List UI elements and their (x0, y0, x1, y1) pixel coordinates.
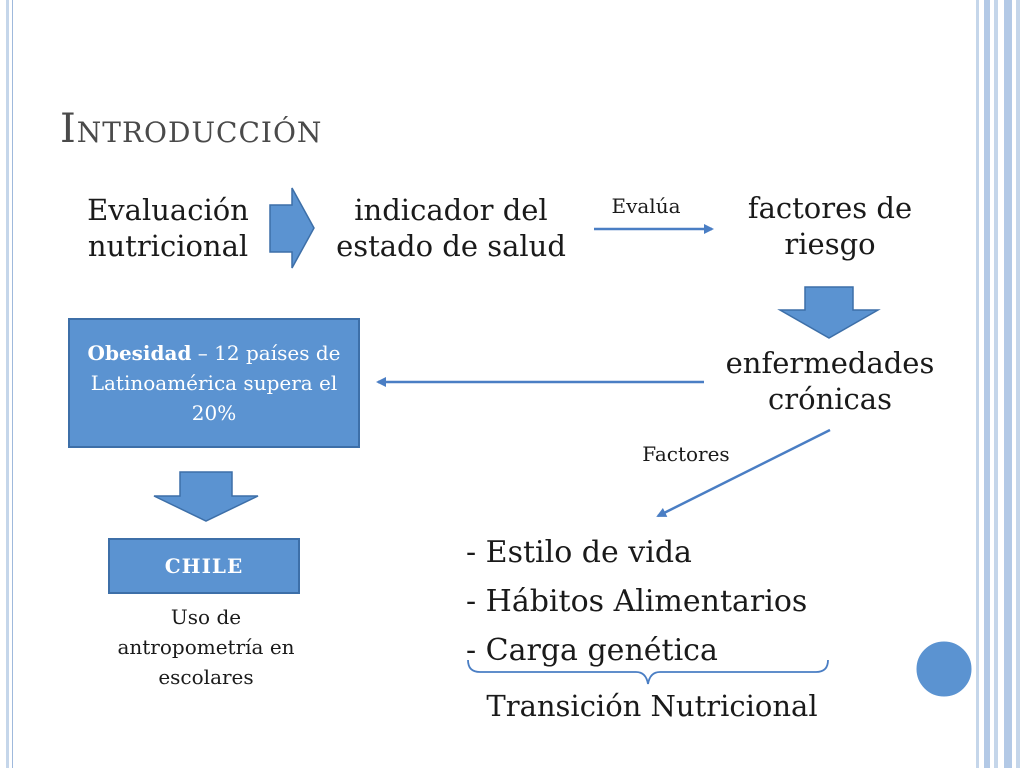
block-arrow-down-factores (777, 286, 881, 339)
block-arrow-down-obesidad (153, 471, 259, 522)
block-arrow-right (269, 187, 315, 269)
factors-list-item: - Hábitos Alimentarios (466, 584, 808, 619)
node-evaluacion-line-1: Evaluación (87, 193, 249, 227)
right-decor-stripe-2 (984, 0, 990, 768)
obesidad-box: Obesidad – 12 países de Latinoamérica su… (68, 318, 360, 448)
chile-box: CHILE (108, 538, 300, 594)
factors-list-item: - Estilo de vida (466, 535, 692, 570)
brace-label-transicion-nutricional: Transición Nutricional (486, 689, 818, 723)
chile-note: Uso de antropometría en escolares (86, 602, 326, 692)
chile-note-line-1: Uso de (170, 605, 242, 629)
node-enfermedades-line-2: crónicas (768, 382, 892, 417)
node-factores-riesgo-line-2: riesgo (784, 227, 876, 262)
node-enfermedades-cronicas: enfermedades crónicas (710, 345, 950, 418)
left-decor-line (12, 0, 13, 768)
factors-list-item: - Carga genética (466, 633, 718, 668)
obesidad-box-text: Obesidad – 12 países de Latinoamérica su… (80, 338, 348, 428)
chile-note-line-2: antropometría en (117, 635, 295, 659)
brace (467, 659, 829, 685)
node-evaluacion-line-2: nutricional (87, 229, 249, 264)
chile-note-line-3: escolares (158, 665, 254, 689)
arrow-label-evalua: Evalúa (611, 194, 681, 218)
right-decor-stripe-5 (1016, 0, 1020, 768)
node-indicador-line-2: estado de salud (336, 229, 566, 264)
obesidad-box-bold: Obesidad (87, 341, 192, 365)
node-enfermedades-line-1: enfermedades (725, 346, 935, 380)
right-decor-stripe-4 (1004, 0, 1012, 768)
obesidad-box-rest: – 12 países de Latinoamérica supera el 2… (90, 341, 341, 425)
node-evaluacion-nutricional: Evaluación nutricional (70, 192, 266, 265)
node-factores-riesgo: factores de riesgo (730, 190, 930, 263)
factors-list: - Estilo de vida - Hábitos Alimentarios … (466, 528, 807, 675)
node-factores-riesgo-line-1: factores de (747, 191, 913, 225)
arrow-label-factores: Factores (642, 442, 730, 466)
right-decor-stripe-3 (994, 0, 998, 768)
decor-circle (913, 638, 975, 700)
arrow-factores (656, 428, 831, 518)
right-decor-stripe-1 (976, 0, 979, 768)
node-indicador-estado-salud: indicador del estado de salud (320, 192, 582, 265)
slide-title: Introducción (60, 106, 323, 152)
node-indicador-line-1: indicador del (354, 193, 548, 227)
left-decor-stripe (6, 0, 9, 768)
